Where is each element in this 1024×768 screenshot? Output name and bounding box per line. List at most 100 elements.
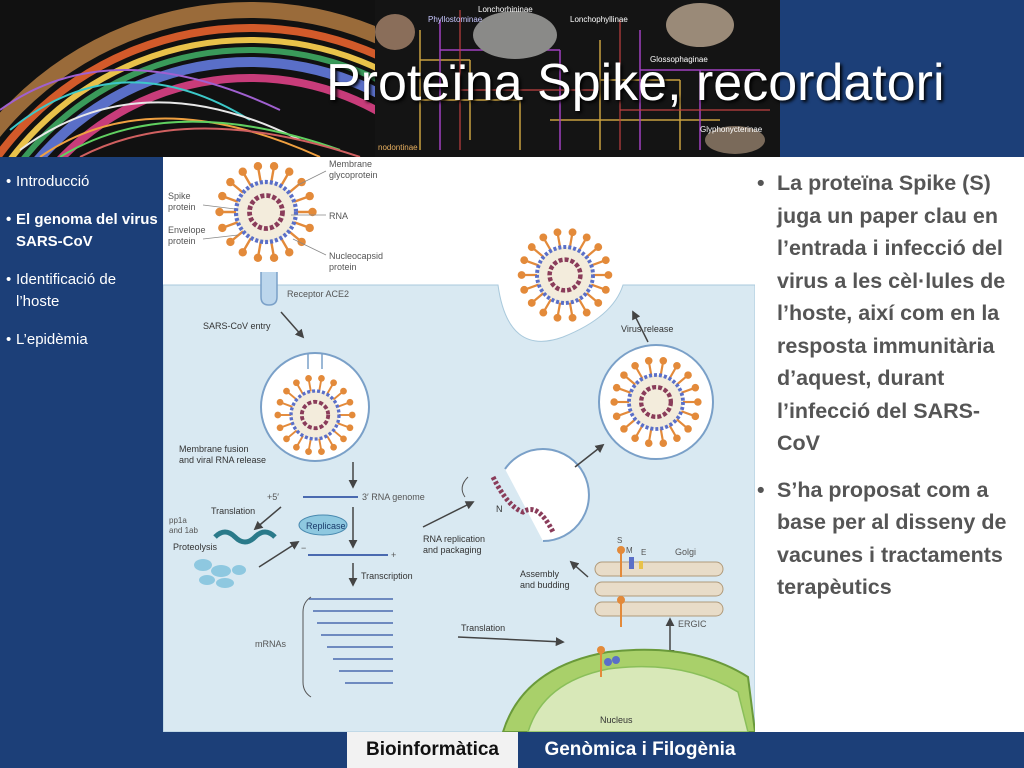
bullet-list: •La proteïna Spike (S) juga un paper cla… [755, 157, 1024, 604]
golgi-label: Golgi [675, 547, 696, 557]
spike-head-icon [553, 228, 562, 237]
genome-5-label: +5′ [267, 492, 279, 502]
footer-bar: Bioinformàtica Genòmica i Filogènia [0, 732, 1024, 768]
pp-label-2: and 1ab [169, 526, 198, 535]
fusion-label-2: and viral RNA release [179, 455, 266, 465]
spike-head-icon [293, 379, 300, 387]
spike-head-icon [269, 162, 279, 171]
banner-label: Phyllostominae [428, 15, 483, 24]
spike-head-icon [673, 361, 681, 370]
sidebar-item-label: Identificació de l’hoste [16, 271, 117, 310]
spike-head-icon [684, 371, 692, 379]
spike-head-icon [318, 375, 325, 382]
spike-head-icon [253, 162, 263, 171]
release-vesicle [598, 344, 714, 460]
banner-label: Glossophaginae [650, 55, 708, 64]
spike-head-icon [601, 256, 610, 265]
phylogeny-banner-graphic: Phyllostominae Lonchorhininae Lonchophyl… [0, 0, 780, 157]
spike-head-icon [238, 248, 247, 257]
nucleocapsid-icon [547, 257, 583, 293]
budding-vesicle: N [461, 448, 590, 542]
sidebar-list: •Introducció •El genoma del virus SARS-C… [0, 157, 163, 351]
sidebar-item-introduccio[interactable]: •Introducció [6, 171, 163, 193]
bat-photo-4 [705, 126, 765, 154]
spike-head-icon [604, 271, 613, 279]
spike-head-icon [568, 228, 577, 237]
spike-head-icon [340, 435, 347, 443]
spike-head-icon [691, 412, 700, 421]
spike-head-icon [582, 233, 591, 242]
spike-head-icon [276, 424, 284, 432]
bat-tree-graphic: Phyllostominae Lonchorhininae Lonchophyl… [375, 0, 780, 157]
spike-head-icon [610, 398, 618, 406]
spike-head-icon [305, 375, 312, 382]
slide-title: Proteïna Spike, recordatori [326, 54, 945, 112]
spike-head-icon [283, 387, 290, 395]
spike-head-icon [318, 448, 325, 455]
virion-in-vesicle [610, 357, 702, 447]
spike-head-icon [340, 387, 347, 395]
endosome [260, 352, 370, 462]
spike-head-icon [305, 223, 314, 233]
spike-head-icon [527, 243, 536, 252]
spike-head-icon [308, 207, 317, 217]
banner-label: Lonchophyllinae [570, 15, 628, 24]
spike-head-icon [520, 256, 529, 265]
legend-nucleocapsid-2: protein [329, 262, 357, 272]
virion-legend: Spike protein Envelope protein Membrane … [168, 159, 383, 272]
spike-head-icon [684, 425, 692, 433]
viral-envelope-icon [289, 389, 341, 441]
golgi-stack: Golgi [594, 547, 724, 617]
bat-photo-3 [666, 3, 734, 47]
er-proteins [597, 646, 620, 677]
spike-head-icon [631, 361, 639, 370]
rna-replication-label-2: and packaging [423, 545, 482, 555]
spike-head-icon [330, 379, 337, 387]
legend-membrane-glycoprotein: Membrane [329, 159, 372, 169]
sidebar-item-label: L’epidèmia [16, 331, 88, 348]
ergic-label: ERGIC [678, 619, 707, 629]
bullet-panel: •La proteïna Spike (S) juga un paper cla… [755, 157, 1024, 732]
fusion-label: Membrane fusion [179, 444, 249, 454]
genome-3-label: 3′ RNA genome [362, 492, 425, 502]
sidebar-item-epidemia[interactable]: •L’epidèmia [6, 329, 163, 351]
s-label: S [617, 536, 622, 545]
bat-photo-2 [473, 11, 557, 59]
polyprotein-helix [213, 529, 277, 545]
spike-head-icon [285, 167, 294, 176]
spike-head-icon [218, 191, 227, 201]
sars-cov-lifecycle-figure: Spike protein Envelope protein Membrane … [163, 157, 755, 732]
spike-head-icon [659, 357, 668, 365]
spike-head-icon [215, 207, 224, 217]
banner-label: Lonchorhininae [478, 5, 533, 14]
spike-head-icon [269, 253, 279, 262]
bullet-dot: • [757, 171, 765, 195]
replicase-fragments [194, 559, 246, 588]
virion-in-endosome [274, 375, 356, 455]
sidebar-item-label: Introducció [16, 173, 90, 190]
sidebar-item-genoma[interactable]: •El genoma del virus SARS-CoV [6, 209, 163, 253]
spike-head-icon [694, 398, 702, 406]
legend-envelope-protein-2: protein [168, 236, 196, 246]
spike-head-icon [620, 425, 628, 433]
spike-head-icon [620, 371, 628, 379]
spike-head-icon [226, 237, 235, 247]
pp-label: pp1a [169, 516, 187, 525]
sidebar-item-label: El genoma del virus SARS-CoV [16, 211, 158, 250]
sidebar-item-identificacio[interactable]: •Identificació de l’hoste [6, 269, 163, 313]
spike-head-icon [330, 443, 337, 451]
replicase-badge [298, 514, 348, 536]
bullet-item: •S’ha proposat com a base per al disseny… [755, 474, 1008, 604]
legend-envelope-protein: Envelope [168, 225, 206, 235]
spike-head-icon [644, 439, 653, 447]
assembly-label-2: and budding [520, 580, 570, 590]
legend-spike-protein: Spike [168, 191, 191, 201]
legend-nucleocapsid: Nucleocapsid [329, 251, 383, 261]
bat-photo-1 [375, 14, 415, 50]
viral-envelope-icon [627, 373, 685, 431]
spike-head-icon [527, 298, 536, 307]
spike-head-icon [253, 253, 263, 262]
spike-head-icon [274, 411, 282, 419]
spike-head-icon [305, 191, 314, 201]
spike-head-icon [631, 434, 639, 443]
